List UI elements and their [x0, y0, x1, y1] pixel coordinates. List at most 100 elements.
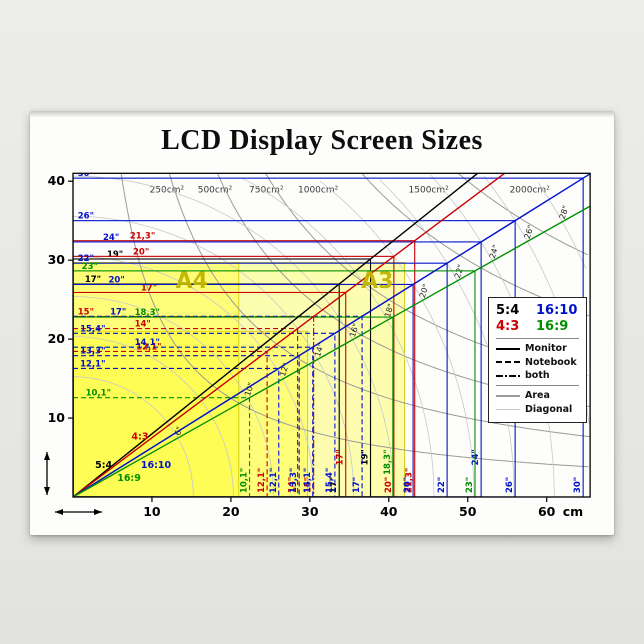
- ratio-label: 4:3: [131, 431, 148, 442]
- card-fold-crease: [30, 111, 614, 118]
- legend-label-monitor: Monitor: [525, 343, 567, 354]
- area-curve: [120, 173, 589, 468]
- screen-size-label-rotated: 14": [288, 477, 298, 493]
- paper-label-A3: A3: [361, 269, 393, 294]
- y-tick-label: 10: [48, 410, 66, 425]
- screen-size-label-rotated: 13,3": [289, 468, 299, 493]
- diagonal-arc-label: 12": [278, 362, 291, 378]
- screen-size-label-rotated: 23": [465, 477, 475, 493]
- y-tick-label: 40: [48, 173, 66, 188]
- screen-size-label-rotated: 18,3": [383, 449, 393, 474]
- diagonal-arc-label: 28": [558, 204, 571, 220]
- legend-ratio-grid: 5:4 16:10 4:3 16:9: [496, 303, 579, 334]
- screen-size-label: 24": [103, 233, 119, 243]
- legend-ratio-16-10: 16:10: [536, 303, 578, 318]
- diagonal-arc: [73, 256, 314, 498]
- y-tick-label: 20: [48, 331, 66, 346]
- diagonal-arc: [73, 376, 194, 498]
- area-curve-label: 1000cm²: [298, 185, 339, 195]
- legend-label-both: both: [525, 370, 550, 381]
- x-tick-label: 20: [222, 504, 240, 519]
- diagonal-arc-label: 24": [488, 244, 501, 260]
- legend-label-area: Area: [525, 390, 550, 401]
- screen-size-label-rotated: 22": [437, 477, 447, 493]
- screen-size-label: 17": [85, 275, 101, 285]
- area-curve-sample: [496, 394, 520, 397]
- area-curve-label: 500cm²: [198, 185, 233, 195]
- screen-size-label-rotated: 20": [403, 477, 413, 493]
- diagonal-arc-label: 20": [418, 283, 431, 299]
- screen-size-label-rotated: 12,1": [257, 468, 267, 493]
- screen-size-label-rotated: 12,1": [269, 468, 279, 493]
- ratio-diagonal-5:4: [73, 173, 479, 498]
- y-tick-label: 30: [48, 252, 66, 267]
- diagonal-arc: [242, 177, 435, 498]
- x-tick-label: 10: [143, 504, 161, 519]
- screen-size-label: 19": [107, 250, 123, 260]
- x-tick-label: 30: [301, 504, 319, 519]
- legend-row-both: both: [496, 370, 579, 381]
- chart-title: LCD Display Screen Sizes: [161, 125, 483, 156]
- legend-divider: [496, 385, 579, 386]
- screen-size-label: 20": [133, 247, 149, 257]
- screen-size-label-rotated: 21,3": [405, 468, 415, 493]
- legend-row-monitor: Monitor: [496, 343, 579, 354]
- screen-size-label-rotated: 10,1": [240, 468, 250, 493]
- area-curve-label: 1500cm²: [409, 185, 450, 195]
- diagonal-arc-label: 26": [523, 224, 536, 240]
- screen-size-label: 22": [78, 254, 94, 264]
- screen-size-label: 21,3": [130, 232, 155, 242]
- area-curve: [457, 173, 588, 256]
- screen-size-label-rotated: 20": [384, 477, 394, 493]
- screen-size-label: 17": [141, 283, 157, 293]
- screen-size-label: 14,1": [135, 338, 160, 348]
- legend-label-diagonal: Diagonal: [525, 403, 573, 415]
- diagonal-curve-sample: [496, 408, 520, 410]
- diagonal-arc: [538, 182, 587, 269]
- diagonal-arc: [73, 175, 395, 498]
- solid-line-sample: [496, 347, 520, 350]
- screen-size-label-rotated: 17": [336, 449, 346, 465]
- screen-size-label: 18,3": [135, 308, 160, 318]
- screen-rect-16:10-22: [73, 262, 448, 498]
- diagonal-arc-label: 14": [313, 342, 326, 358]
- screen-rect-16:10-17: [73, 315, 363, 498]
- ratio-diagonal-16:10: [73, 173, 591, 498]
- x-tick-label: 50: [459, 504, 477, 519]
- ratio-label: 5:4: [95, 460, 112, 471]
- screen-size-label: 15": [78, 308, 94, 318]
- area-curve-label: 2000cm²: [510, 185, 551, 195]
- screen-rect-5:4-19: [73, 258, 372, 498]
- x-axis-unit: cm: [563, 504, 583, 519]
- dashed-line-sample: [496, 361, 520, 363]
- screen-size-label-rotated: 17": [329, 477, 339, 493]
- plot-frame: [72, 172, 591, 498]
- screen-rect-4:3-21.3: [73, 240, 416, 498]
- legend-row-diagonal: Diagonal: [496, 404, 579, 415]
- lcd-screen-size-chart: 250cm²500cm²750cm²1000cm²1500cm²2000cm²6…: [44, 169, 591, 519]
- diagonal-arc: [73, 336, 234, 498]
- screen-size-label: 12,1": [80, 359, 105, 369]
- paper-label-A4: A4: [176, 269, 208, 294]
- x-tick-label: 60: [538, 504, 556, 519]
- legend-row-area: Area: [496, 390, 579, 401]
- screen-size-label: 13,3": [80, 347, 105, 357]
- x-axis-arrow-icon-head: [94, 509, 102, 515]
- screen-size-label: 26": [78, 212, 94, 222]
- screen-size-label: 30": [78, 169, 94, 179]
- area-curve: [168, 173, 590, 438]
- screen-size-label: 15,4": [80, 324, 105, 334]
- diagonal-arc: [319, 180, 475, 498]
- screen-rect-16:10-14.1: [73, 346, 314, 498]
- screen-size-label-rotated: 15,4": [325, 468, 335, 493]
- screen-size-label: 20": [109, 275, 125, 285]
- ratio-label: 16:10: [141, 460, 172, 471]
- diagonal-arc-label: 16": [348, 322, 361, 338]
- screen-size-label: 23": [82, 262, 98, 272]
- screen-size-label-rotated: 30": [573, 477, 583, 493]
- screen-size-label: 10,1": [86, 389, 111, 399]
- screen-size-label-rotated: 14,1": [303, 468, 313, 493]
- screen-size-label-rotated: 19": [361, 449, 371, 465]
- legend-ratio-5-4: 5:4: [496, 303, 520, 318]
- legend-divider: [496, 338, 579, 339]
